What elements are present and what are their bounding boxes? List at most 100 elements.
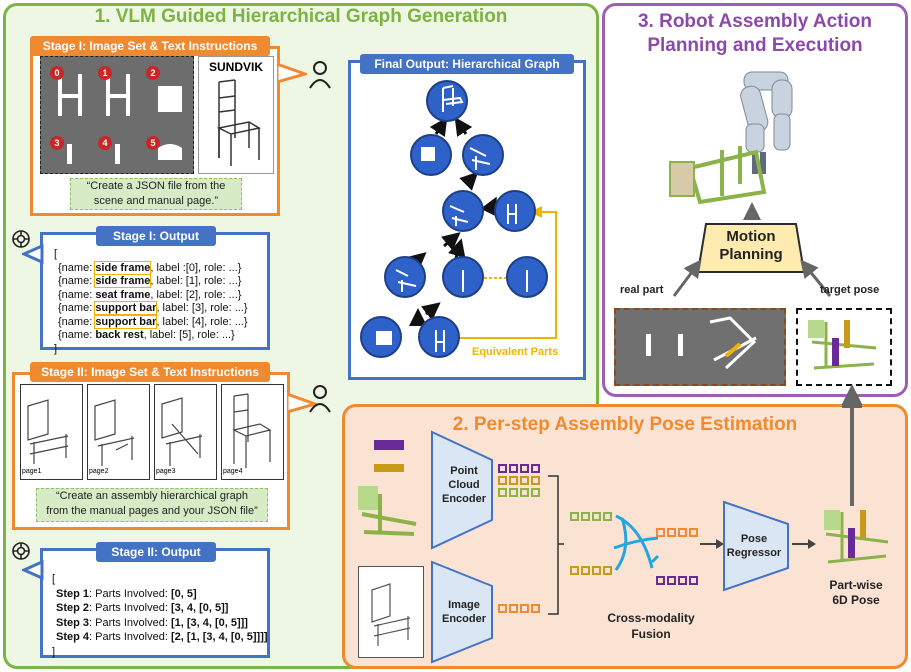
json-row: {name: seat frame, label: [2], role: ...… (58, 288, 242, 301)
stage1-instruction: “Create a JSON file from the scene and m… (70, 178, 242, 210)
motion-planning-line2: Planning (719, 246, 783, 263)
step-row: Step 3: Parts Involved: [1, [3, 4, [0, 5… (56, 616, 248, 629)
fusion-bracket (548, 475, 564, 615)
graph-node (418, 316, 460, 358)
robot-arm-image (669, 71, 793, 205)
speech-pointer-output1 (22, 244, 44, 264)
panel1-title: 1. VLM Guided Hierarchical Graph Generat… (94, 6, 508, 27)
fused-vector-gold (570, 566, 614, 576)
image-encoder-label: Image Encoder (441, 599, 486, 625)
json-row: {name: support bar, label: [4], role: ..… (58, 314, 248, 329)
input-parts-pointcloud (358, 440, 417, 536)
graph-node (384, 256, 426, 298)
page-label: page3 (156, 468, 176, 475)
step-row: Step 4: Parts Involved: [2, [1, [3, 4, [… (56, 631, 268, 643)
json-part-name: support bar (94, 301, 158, 315)
part-badge: 1 (98, 66, 112, 80)
pose-regressor-label: Pose Regressor (726, 533, 782, 559)
stage2-input-header: Stage II: Image Set & Text Instructions (30, 362, 270, 382)
panel3-title: 3. Robot Assembly Action Planning and Ex… (602, 10, 908, 58)
graph-header: Final Output: Hierarchical Graph (360, 54, 574, 74)
real-part-label: real part (620, 284, 664, 296)
steps-open-bracket: [ (52, 573, 56, 585)
page-label: page4 (223, 468, 243, 475)
pose-regressor-block (723, 500, 789, 592)
step-row: Step 2: Parts Involved: [3, 4, [0, 5]] (56, 602, 229, 614)
speech-pointer-output2 (22, 560, 44, 580)
stage2-output-header: Stage II: Output (96, 542, 216, 562)
llm-logo-icon (12, 230, 30, 248)
real-part-drawing (646, 316, 757, 370)
real-part-image (614, 308, 786, 386)
json-close-bracket: ] (54, 342, 58, 355)
manual-page-thumb (154, 384, 217, 480)
motion-planning-arrows (672, 202, 832, 297)
json-part-name: support bar (94, 314, 158, 329)
manual-page-thumb (20, 384, 83, 480)
page-label: page2 (89, 468, 109, 475)
json-part-name: side frame (94, 260, 152, 275)
part-badge: 2 (146, 66, 160, 80)
stage2-instruction: “Create an assembly hierarchical graph f… (36, 488, 268, 522)
step-row: Step 1: Parts Involved: [0, 5] (56, 587, 197, 600)
page-label: page1 (22, 468, 42, 475)
fused-vector-purple (656, 576, 700, 586)
manual-page-drawings (27, 393, 272, 468)
panel2-title: 2. Per-step Assembly Pose Estimation (452, 414, 798, 435)
stage1-output-json: [ {name: side frame, label :[0], role: .… (54, 248, 248, 356)
user-icon (309, 61, 331, 89)
speech-pointer-stage2 (287, 392, 317, 414)
arrow-to-regressor (700, 539, 724, 549)
target-pose-label: target pose (820, 284, 880, 296)
part-badge: 4 (98, 136, 112, 150)
json-row: {name: side frame, label: [1], role: ...… (58, 274, 242, 288)
input-manual-image (358, 566, 424, 658)
image-encoder-block (431, 560, 493, 664)
motion-planning-line1: Motion (726, 228, 776, 245)
steps-close-bracket: ] (52, 645, 56, 658)
manual-brand: SUNDVIK (208, 60, 263, 74)
stage1-input-header: Stage I: Image Set & Text Instructions (30, 36, 270, 56)
panel3-title-line2: Planning and Execution (647, 35, 863, 56)
fusion-label: Cross-modality Fusion (607, 611, 695, 641)
arrow-to-output (792, 539, 816, 549)
json-part-name: back rest (95, 329, 144, 341)
stage2-output-box (40, 548, 270, 658)
fused-vector-green (570, 512, 614, 522)
stage1-output-header: Stage I: Output (96, 226, 216, 246)
scene-parts (58, 74, 182, 164)
user-icon (309, 385, 331, 413)
json-part-name: seat frame (95, 288, 151, 301)
json-row: {name: support bar, label: [3], role: ..… (58, 301, 248, 315)
stage1-instruction-line1: “Create a JSON file from the (86, 180, 226, 192)
cross-attention-curves (613, 514, 660, 571)
input-manual-drawing (371, 583, 411, 646)
stage2-output-steps: [ Step 1: Parts Involved: [0, 5] Step 2:… (52, 572, 268, 659)
graph-node-glyphs (376, 85, 528, 352)
llm-logo-icon (12, 542, 30, 560)
point-cloud-encoder-block (431, 430, 493, 550)
json-open-bracket: [ (54, 248, 58, 260)
part-badge: 5 (146, 136, 160, 150)
feature-vector-purple (498, 464, 542, 474)
manual-page-thumb (221, 384, 284, 480)
stage1-instruction-line2: scene and manual page.” (93, 195, 219, 207)
speech-pointer-stage1 (277, 62, 307, 84)
part-badge: 0 (50, 66, 64, 80)
part-badge: 3 (50, 136, 64, 150)
json-row: {name: back rest, label: [5], role: ...} (58, 329, 235, 341)
json-part-name: side frame (94, 274, 152, 288)
manual-page (198, 56, 274, 174)
json-row: {name: side frame, label :[0], role: ...… (58, 260, 242, 275)
equivalent-parts-label: Equivalent Parts (472, 346, 559, 358)
panel3-title-line1: 3. Robot Assembly Action (637, 11, 872, 32)
motion-planning-label: Motion Planning (696, 228, 806, 264)
arrow-pose-to-planning (842, 384, 862, 506)
manual-chair-drawing (216, 79, 262, 166)
point-cloud-encoder-label: Point Cloud Encoder (441, 465, 486, 505)
feature-vector-gold (498, 476, 542, 486)
fused-vector-orange (656, 528, 700, 538)
target-pose-drawing (808, 320, 877, 370)
output-pose-drawing (824, 510, 889, 564)
output-label: Part-wise 6D Pose (829, 578, 883, 607)
